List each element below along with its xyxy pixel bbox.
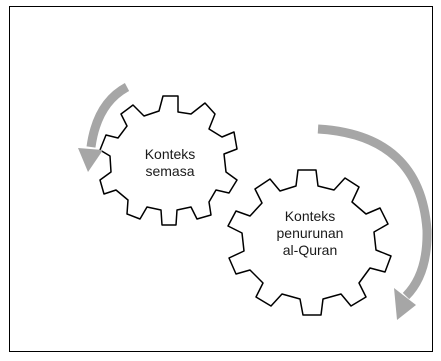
arrow-left-head [78,148,103,172]
arrow-left-arc [86,83,130,148]
gear-small [99,95,238,226]
gear-large [227,169,392,316]
gear-small-label: Konteks semasa [144,146,196,179]
arrow-right-head [394,288,416,320]
arrow-right-arc [317,124,432,300]
gear-large-label: Konteks penurunan al-Quran [276,208,344,258]
